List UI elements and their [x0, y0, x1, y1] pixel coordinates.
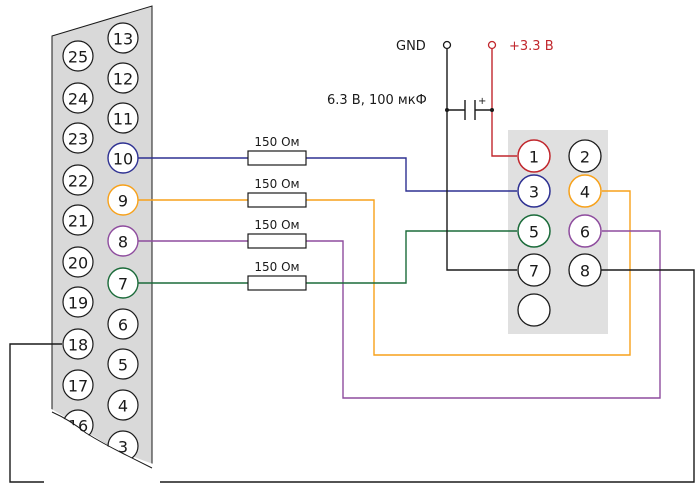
header-pin-4-label: 4 [580, 183, 590, 202]
header-pin-5-label: 5 [529, 223, 539, 242]
db25-pin-25 [62, 40, 94, 72]
db25-pin-22-label: 22 [68, 172, 88, 191]
db25-pin-25-label: 25 [68, 48, 88, 67]
vcc-terminal [487, 40, 497, 50]
capacitor-label: 6.3 В, 100 мкФ [327, 93, 427, 108]
header-pin-4 [568, 174, 602, 208]
header-pin-6 [568, 214, 602, 248]
header-pin-3-label: 3 [529, 183, 539, 202]
wire-purple [138, 230, 661, 399]
db25-pin-8-label: 8 [118, 233, 128, 252]
db25-torn-edge-line [51, 411, 153, 469]
db25-pin-4-label: 4 [118, 397, 128, 416]
resistor-1 [247, 150, 307, 166]
capacitor-plus-sign: + [478, 96, 486, 107]
resistor-4 [247, 275, 307, 291]
db25-pin-3-label: 3 [118, 438, 128, 457]
db25-pin-10-label: 10 [113, 150, 133, 169]
db25-pin-22 [62, 164, 94, 196]
db25-pin-11-label: 11 [113, 110, 133, 129]
db25-pin-19 [62, 286, 94, 318]
db25-pin-23-label: 23 [68, 130, 88, 149]
db25-pin-7 [107, 267, 139, 299]
gnd-terminal [442, 40, 452, 50]
db25-pin-24-label: 24 [68, 90, 88, 109]
header-pin-7 [517, 253, 551, 287]
resistor-3 [247, 233, 307, 249]
header-pin-1-label: 1 [529, 148, 539, 167]
resistor-2 [247, 192, 307, 208]
db25-pin-21 [62, 204, 94, 236]
wire-gnd [446, 49, 517, 271]
header-pin-7-label: 7 [529, 262, 539, 281]
wire-green [138, 230, 517, 284]
db25-pin-13 [107, 22, 139, 54]
db25-torn-edge [44, 408, 160, 489]
gnd-label: GND [396, 39, 426, 54]
header-pin-2-label: 2 [580, 148, 590, 167]
wire-orange [138, 190, 631, 356]
capacitor-junction-gnd [445, 108, 449, 112]
db25-pin-12 [107, 62, 139, 94]
db25-pin-17-label: 17 [68, 377, 88, 396]
db25-pin-19-label: 19 [68, 294, 88, 313]
resistor-3-label: 150 Ом [254, 218, 299, 232]
db25-pin-6 [107, 308, 139, 340]
db25-pin-10 [107, 142, 139, 174]
db25-pin-7-label: 7 [118, 275, 128, 294]
db25-pin-23 [62, 122, 94, 154]
vcc-label: +3.3 В [509, 39, 554, 54]
db25-left-pins: 25 24 23 22 21 20 19 18 17 16 [62, 40, 94, 441]
db25-pin-5-label: 5 [118, 356, 128, 375]
header-pin-6-label: 6 [580, 223, 590, 242]
header-pin-8-label: 8 [580, 262, 590, 281]
header-pin-1 [517, 139, 551, 173]
db25-pin-5 [107, 348, 139, 380]
capacitor-junction-vcc [490, 108, 494, 112]
wire-red [491, 49, 517, 157]
resistors [247, 150, 307, 291]
db25-pin-4 [107, 389, 139, 421]
header-pin-8 [568, 253, 602, 287]
wires [9, 49, 695, 483]
header-key-hole [517, 293, 551, 327]
db25-pin-11 [107, 102, 139, 134]
db25-pin-8 [107, 225, 139, 257]
db25-pin-21-label: 21 [68, 212, 88, 231]
db25-pin-12-label: 12 [113, 70, 133, 89]
db25-pin-18-label: 18 [68, 336, 88, 355]
db25-pin-9 [107, 184, 139, 216]
db25-pin-24 [62, 82, 94, 114]
wire-black-8-18 [9, 269, 695, 483]
wire-blue [138, 157, 517, 192]
db25-pin-17 [62, 369, 94, 401]
header-pin-5 [517, 214, 551, 248]
db25-pin-13-label: 13 [113, 30, 133, 49]
resistor-2-label: 150 Ом [254, 177, 299, 191]
db25-right-pins: 13 12 11 10 9 8 7 6 5 4 3 [107, 22, 139, 462]
db25-pin-20-label: 20 [68, 254, 88, 273]
capacitor [464, 100, 476, 120]
db25-pin-20 [62, 246, 94, 278]
resistor-4-label: 150 Ом [254, 260, 299, 274]
resistor-1-label: 150 Ом [254, 135, 299, 149]
db25-pin-9-label: 9 [118, 192, 128, 211]
db25-pin-6-label: 6 [118, 316, 128, 335]
header-pins: 1 2 3 4 5 6 7 8 [517, 139, 602, 327]
header-pin-2 [568, 139, 602, 173]
db25-pin-18 [62, 328, 94, 360]
header-pin-3 [517, 174, 551, 208]
